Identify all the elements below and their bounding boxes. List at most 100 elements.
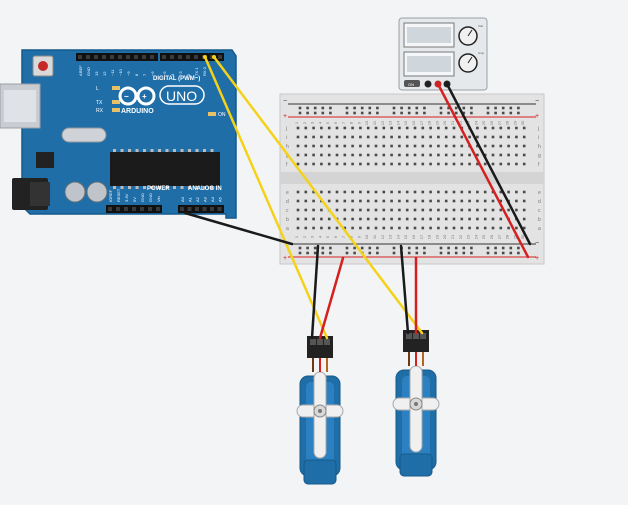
rail-hole[interactable]	[321, 251, 325, 255]
breadboard-hole[interactable]	[405, 226, 409, 230]
breadboard-hole[interactable]	[444, 190, 448, 194]
breadboard-hole[interactable]	[515, 190, 518, 194]
breadboard-hole[interactable]	[382, 226, 386, 230]
breadboard-hole[interactable]	[507, 162, 510, 166]
breadboard-hole[interactable]	[366, 162, 370, 166]
breadboard-hole[interactable]	[296, 190, 300, 194]
breadboard-hole[interactable]	[460, 190, 464, 194]
header-hole[interactable]	[162, 55, 166, 59]
rail-hole[interactable]	[376, 111, 379, 115]
breadboard-hole[interactable]	[304, 153, 308, 157]
breadboard-hole[interactable]	[327, 199, 331, 203]
header-hole[interactable]	[124, 207, 128, 211]
breadboard-hole[interactable]	[491, 208, 495, 212]
rail-hole[interactable]	[360, 106, 364, 110]
breadboard-hole[interactable]	[398, 153, 401, 157]
breadboard-hole[interactable]	[343, 217, 347, 221]
header-hole[interactable]	[217, 207, 222, 211]
breadboard-hole[interactable]	[327, 126, 331, 130]
breadboard-hole[interactable]	[437, 208, 440, 212]
breadboard-hole[interactable]	[366, 226, 370, 230]
breadboard-hole[interactable]	[327, 135, 331, 139]
breadboard-hole[interactable]	[476, 208, 479, 212]
supply-positive-wire[interactable]	[436, 82, 530, 259]
rail-hole[interactable]	[353, 251, 356, 255]
breadboard-hole[interactable]	[382, 144, 386, 148]
rail-hole[interactable]	[360, 111, 364, 115]
rail-hole[interactable]	[392, 111, 396, 115]
breadboard-hole[interactable]	[312, 162, 315, 166]
breadboard-hole[interactable]	[296, 199, 300, 203]
breadboard-hole[interactable]	[312, 199, 315, 203]
breadboard-hole[interactable]	[304, 144, 308, 148]
signal-wire-pin5-servo2[interactable]	[212, 55, 424, 335]
breadboard-hole[interactable]	[522, 190, 526, 194]
ground-wire-arduino-breadboard[interactable]	[183, 211, 294, 246]
breadboard-hole[interactable]	[335, 199, 339, 203]
header-hole[interactable]	[116, 207, 120, 211]
breadboard-hole[interactable]	[327, 153, 331, 157]
header-hole[interactable]	[187, 207, 192, 211]
breadboard-hole[interactable]	[491, 226, 495, 230]
header-hole[interactable]	[118, 55, 122, 59]
rail-hole[interactable]	[423, 111, 426, 115]
breadboard-hole[interactable]	[522, 208, 526, 212]
breadboard-hole[interactable]	[499, 208, 503, 212]
breadboard-hole[interactable]	[452, 217, 456, 221]
rail-hole[interactable]	[345, 251, 349, 255]
breadboard-hole[interactable]	[343, 153, 347, 157]
breadboard-hole[interactable]	[483, 226, 487, 230]
servo-horn-2[interactable]	[392, 365, 440, 453]
rail-hole[interactable]	[517, 106, 520, 110]
breadboard-hole[interactable]	[413, 190, 417, 194]
breadboard-hole[interactable]	[460, 162, 464, 166]
breadboard-hole[interactable]	[515, 199, 518, 203]
breadboard-hole[interactable]	[390, 144, 393, 148]
breadboard-hole[interactable]	[421, 217, 425, 221]
rail-hole[interactable]	[329, 251, 332, 255]
breadboard-hole[interactable]	[452, 226, 456, 230]
breadboard-hole[interactable]	[343, 190, 347, 194]
breadboard-hole[interactable]	[351, 162, 354, 166]
breadboard-hole[interactable]	[327, 144, 331, 148]
breadboard-hole[interactable]	[405, 199, 409, 203]
breadboard-hole[interactable]	[483, 126, 487, 130]
breadboard-hole[interactable]	[351, 226, 354, 230]
rail-hole[interactable]	[423, 246, 426, 250]
rail-hole[interactable]	[306, 251, 309, 255]
breadboard-hole[interactable]	[499, 190, 503, 194]
breadboard-hole[interactable]	[351, 190, 354, 194]
breadboard-hole[interactable]	[491, 217, 495, 221]
rail-hole[interactable]	[415, 106, 419, 110]
breadboard-hole[interactable]	[374, 153, 378, 157]
breadboard-hole[interactable]	[343, 135, 347, 139]
rail-hole[interactable]	[447, 246, 450, 250]
rail-hole[interactable]	[368, 111, 372, 115]
breadboard-hole[interactable]	[413, 135, 417, 139]
breadboard-hole[interactable]	[296, 226, 300, 230]
breadboard-hole[interactable]	[491, 199, 495, 203]
breadboard-hole[interactable]	[499, 199, 503, 203]
breadboard-hole[interactable]	[405, 217, 409, 221]
rail-hole[interactable]	[470, 111, 473, 115]
breadboard-hole[interactable]	[429, 199, 432, 203]
rail-hole[interactable]	[407, 251, 411, 255]
breadboard-hole[interactable]	[382, 217, 386, 221]
rail-hole[interactable]	[376, 251, 379, 255]
rail-hole[interactable]	[494, 251, 497, 255]
breadboard-hole[interactable]	[413, 162, 417, 166]
breadboard-hole[interactable]	[405, 153, 409, 157]
rail-hole[interactable]	[376, 246, 379, 250]
breadboard-hole[interactable]	[444, 162, 448, 166]
breadboard-hole[interactable]	[304, 135, 308, 139]
breadboard-hole[interactable]	[320, 135, 323, 139]
rail-hole[interactable]	[360, 246, 364, 250]
breadboard-hole[interactable]	[312, 126, 315, 130]
breadboard-hole[interactable]	[366, 135, 370, 139]
rail-hole[interactable]	[353, 246, 356, 250]
breadboard-hole[interactable]	[413, 144, 417, 148]
breadboard-hole[interactable]	[374, 208, 378, 212]
breadboard-hole[interactable]	[476, 162, 479, 166]
header-hole[interactable]	[126, 55, 130, 59]
breadboard-hole[interactable]	[499, 144, 503, 148]
